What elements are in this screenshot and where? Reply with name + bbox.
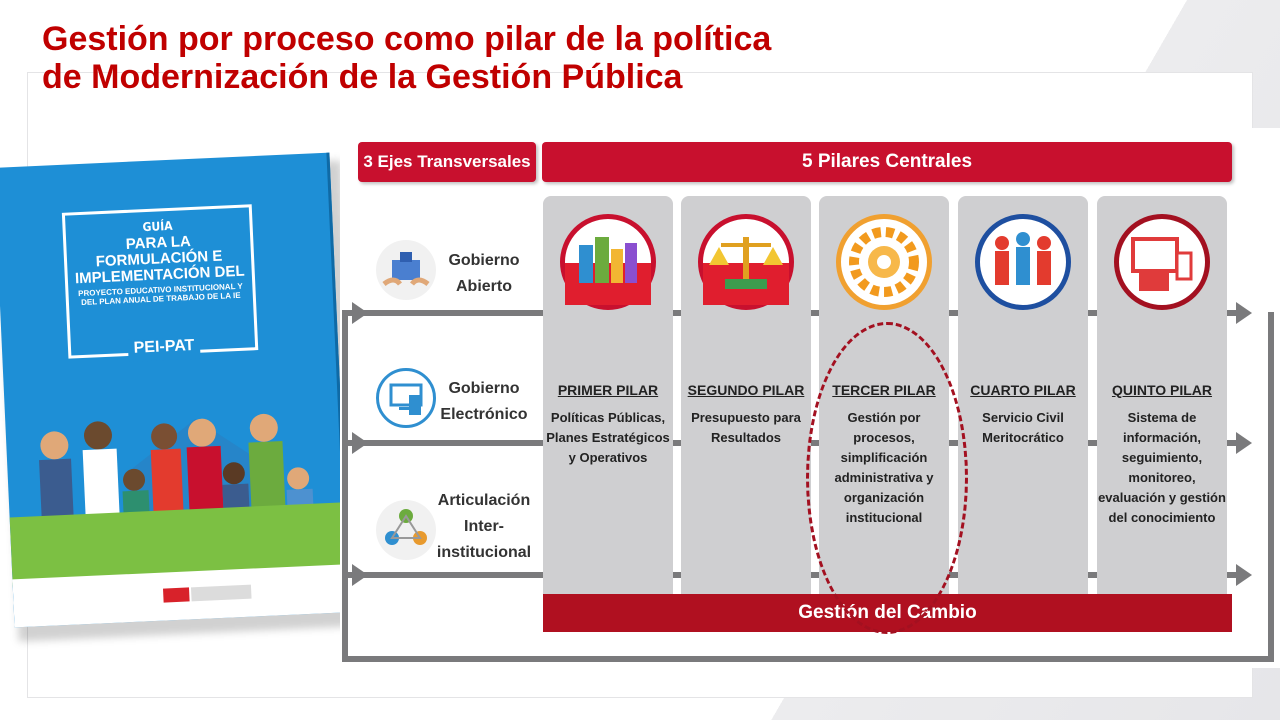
pillar-1-title: PRIMER PILAR [557,382,659,398]
pillar-4-title: CUARTO PILAR [970,382,1076,398]
booklet-title-box: GUÍA PARA LA FORMULACIÓN E IMPLEMENTACIÓ… [61,204,259,359]
booklet-main-title: PARA LA FORMULACIÓN E IMPLEMENTACIÓN DEL [74,233,245,288]
interinstitutional-icon [376,500,436,560]
arrow-right-icon [1236,432,1252,454]
booklet-slogan [265,578,346,600]
bottom-connector-line [342,656,1274,662]
gears-icon [836,214,932,310]
slide-title: Gestión por proceso como pilar de la pol… [42,20,942,96]
arrow-right-icon [352,564,368,586]
electronic-government-icon [376,368,436,428]
title-line-2: de Modernización de la Gestión Pública [42,58,683,96]
pillar-5-description: Sistema de información, seguimiento, mon… [1098,410,1226,525]
axes-header: 3 Ejes Transversales [358,142,536,182]
arrow-right-icon [352,432,368,454]
arrow-right-icon [1236,302,1252,324]
highlight-ellipse [806,322,968,634]
left-connector-line [342,310,348,662]
open-government-icon [376,240,436,300]
buildings-chart-icon [560,214,656,310]
peru-flag-icon [163,587,190,603]
title-line-1: Gestión por proceso como pilar de la pol… [42,20,772,58]
people-icon [975,214,1071,310]
booklet-cover: GUÍA PARA LA FORMULACIÓN E IMPLEMENTACIÓ… [0,152,351,628]
ministry-logo [190,584,252,602]
pillar-1-description: Políticas Públicas, Planes Estratégicos … [546,410,670,465]
pillars-header: 5 Pilares Centrales [542,142,1232,182]
right-connector-line [1268,312,1274,662]
arrow-right-icon [1236,564,1252,586]
pillar-4-description: Servicio Civil Meritocrático [982,410,1064,445]
axis-label-3: Articulación Inter-institucional [436,492,532,561]
arrow-right-icon [352,302,368,324]
pillar-5-title: QUINTO PILAR [1111,382,1213,398]
computer-devices-icon [1114,214,1210,310]
pillar-2-title: SEGUNDO PILAR [687,382,805,398]
pillar-2-description: Presupuesto para Resultados [691,410,801,445]
axis-label-1: Gobierno Abierto [448,252,520,295]
balance-scale-icon [698,214,794,310]
axis-label-2: Gobierno Electrónico [440,380,528,423]
